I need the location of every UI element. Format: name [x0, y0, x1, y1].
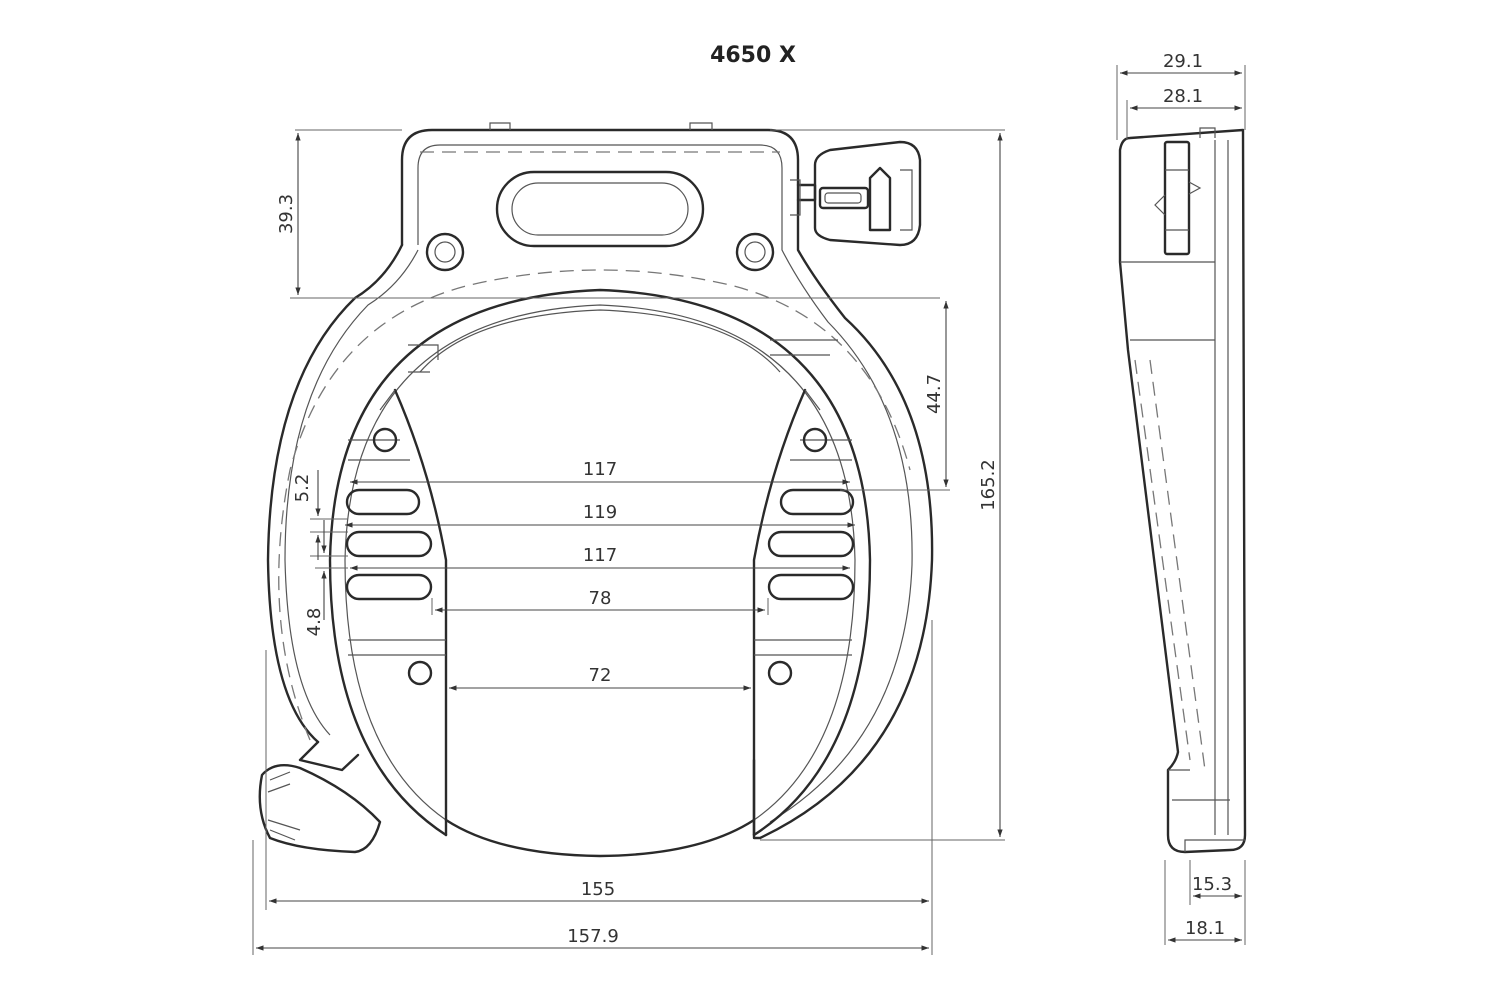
- dim-72: 72: [589, 665, 612, 686]
- plate-hole-left-top: [372, 427, 398, 453]
- mount-hole-top-right-inner: [744, 241, 766, 263]
- side-key-block: [1163, 140, 1191, 256]
- slot-right-1: [779, 488, 855, 516]
- front-dimensions: 39.3 44.7 165.2 117 119 117 78 72 5.2 4.…: [252, 129, 1005, 955]
- dim-5-2: 5.2: [292, 474, 313, 503]
- housing-notch-left: [489, 122, 511, 130]
- shackle-arc-inner: [419, 309, 781, 373]
- ring-opening-arc: [328, 288, 872, 837]
- handle-slot-inner: [511, 182, 689, 236]
- mount-hole-top-right: [735, 232, 775, 272]
- dim-119: 119: [583, 502, 617, 523]
- mount-hole-top-left-inner: [434, 241, 456, 263]
- slot-right-3: [767, 573, 855, 601]
- handle-slot-outer: [495, 170, 705, 248]
- side-dashed-path: [1134, 359, 1206, 771]
- dim-4-8: 4.8: [304, 608, 325, 637]
- centerline-arc: [278, 269, 911, 741]
- lock-housing-outline: [400, 128, 934, 840]
- drawing-title: 4650 X: [710, 43, 796, 68]
- dim-39-3: 39.3: [276, 194, 297, 234]
- shackle-arc: [444, 818, 756, 858]
- ring-inner-arc: [344, 304, 856, 821]
- side-bottom-foot: [1168, 769, 1245, 852]
- dim-29-1: 29.1: [1163, 51, 1203, 72]
- ring-stub-right: [770, 339, 838, 356]
- dim-157-9: 157.9: [567, 926, 619, 947]
- side-view: [1118, 127, 1247, 854]
- dim-18-1: 18.1: [1185, 918, 1225, 939]
- dim-28-1: 28.1: [1163, 86, 1203, 107]
- slot-left-2: [345, 530, 433, 558]
- slot-left-3: [345, 573, 433, 601]
- front-view: [258, 122, 934, 858]
- side-top-tab: [1199, 127, 1216, 138]
- side-key-detail: [1154, 169, 1202, 231]
- dim-117-bottom: 117: [583, 545, 617, 566]
- dim-117-top: 117: [583, 459, 617, 480]
- dim-44-7: 44.7: [924, 374, 945, 414]
- lever-grip-lines: [267, 771, 301, 841]
- lever-arm: [298, 740, 360, 772]
- plate-hole-left-bottom: [407, 660, 433, 686]
- key-icon: [790, 140, 922, 247]
- plate-hole-right-bottom: [767, 660, 793, 686]
- slot-right-2: [767, 530, 855, 558]
- dim-15-3: 15.3: [1192, 874, 1232, 895]
- lock-housing-inner: [417, 144, 913, 823]
- mount-hole-top-left: [425, 232, 465, 272]
- dim-155: 155: [581, 879, 615, 900]
- ring-stub-left: [408, 344, 439, 373]
- plate-hole-right-top: [802, 427, 828, 453]
- mount-plate-right: [752, 388, 807, 837]
- mount-plate-left: [393, 388, 448, 837]
- slot-left-1: [345, 488, 421, 516]
- side-dimensions: 29.1 28.1 15.3 18.1: [1116, 51, 1246, 945]
- housing-notch-right: [689, 122, 713, 130]
- mount-plate-left-edge: [348, 389, 446, 656]
- lever-handle: [258, 764, 382, 854]
- dim-165-2: 165.2: [978, 459, 999, 511]
- ring-outline-left: [266, 243, 404, 744]
- side-body-inner: [1120, 140, 1229, 835]
- mount-plate-right-edge: [754, 389, 852, 656]
- side-body-outline: [1118, 128, 1247, 854]
- dim-78: 78: [589, 588, 612, 609]
